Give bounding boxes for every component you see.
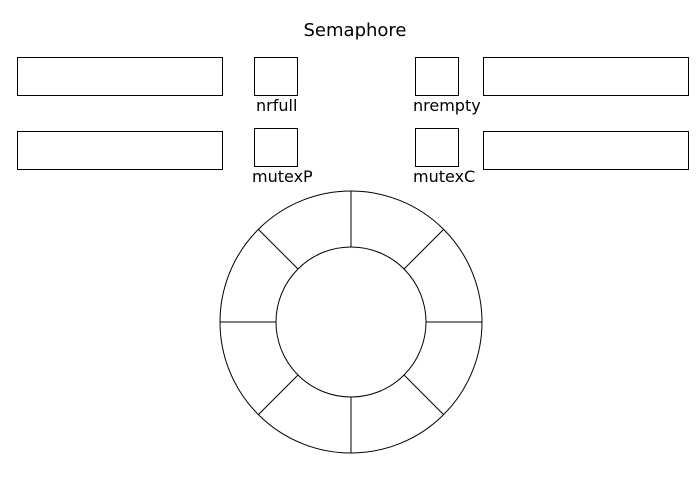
buffer-slot-divider: [403, 374, 444, 415]
nrfull-label: nrfull: [256, 96, 298, 115]
mutexP-label: mutexP: [252, 167, 313, 186]
nrempty-label: nrempty: [413, 96, 481, 115]
diagram-title: Semaphore: [303, 20, 407, 41]
producer-box-bottom: [17, 131, 223, 170]
mutexP-box: [254, 128, 298, 167]
mutexC-box: [415, 128, 459, 167]
buffer-inner-circle: [275, 246, 427, 398]
nrfull-box: [254, 57, 298, 96]
consumer-box-top: [483, 57, 689, 96]
consumer-box-bottom: [483, 131, 689, 170]
buffer-slot-divider: [258, 229, 299, 270]
buffer-slot-dividers: [220, 191, 482, 453]
producer-box-top: [17, 57, 223, 96]
nrempty-box: [415, 57, 459, 96]
buffer-slot-divider: [258, 374, 299, 415]
buffer-slot-divider: [403, 229, 444, 270]
mutexC-label: mutexC: [413, 167, 476, 186]
